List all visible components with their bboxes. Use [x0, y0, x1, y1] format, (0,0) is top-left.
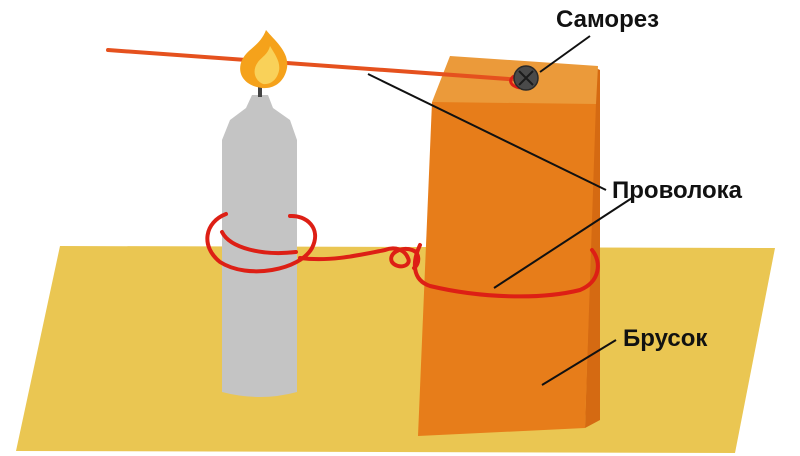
candle: [222, 95, 297, 397]
rod-wire: [106, 48, 524, 82]
wire-loop-block: [412, 243, 600, 299]
leader-screw: [539, 35, 591, 73]
flame-core: [254, 46, 280, 85]
label-wire: Проволока: [612, 177, 743, 204]
label-screw: Саморез: [556, 6, 659, 33]
wire-connection: [298, 246, 421, 270]
label-block: Брусок: [623, 325, 708, 352]
leader-block: [541, 339, 617, 386]
wire-loop-candle-inner: [220, 230, 298, 255]
screw-cross-icon: [518, 70, 534, 86]
leader-wire-rod: [367, 73, 607, 191]
block-front: [418, 102, 596, 436]
candle-wick: [258, 85, 262, 97]
wire-loop-candle: [205, 212, 318, 274]
leader-wire-loop: [493, 197, 633, 289]
block-side: [585, 68, 600, 428]
